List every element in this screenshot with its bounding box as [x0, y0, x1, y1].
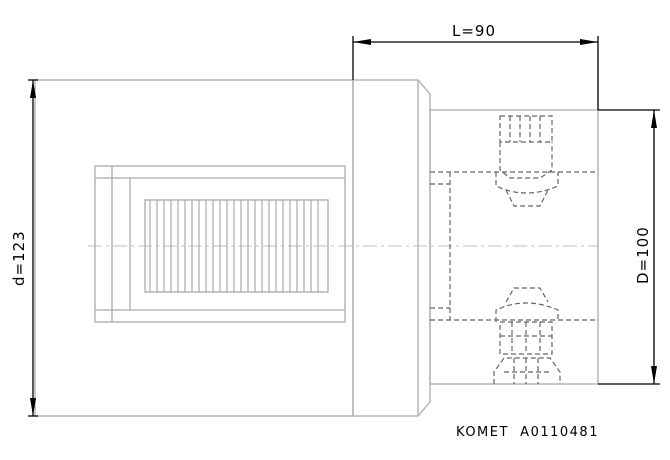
bottom-set-screw: [493, 287, 561, 384]
dimension-length: L=90: [352, 22, 599, 110]
dimension-diameter-left-label: d=123: [10, 230, 28, 286]
threaded-shank: [94, 165, 346, 323]
part-number-caption: KOMET A0110481: [456, 425, 599, 440]
dimension-diameter-left: d=123: [10, 79, 38, 417]
right-spigot-outline: [429, 109, 599, 385]
dimension-diameter-right-label: D=100: [634, 226, 652, 284]
hidden-bore: [430, 171, 598, 321]
dimension-length-label: L=90: [452, 22, 496, 40]
flange-collar: [352, 79, 431, 417]
left-body-outline: [34, 79, 354, 417]
top-set-screw: [495, 115, 559, 207]
dimension-diameter-right: D=100: [598, 109, 660, 385]
thread-pattern: [149, 200, 319, 292]
